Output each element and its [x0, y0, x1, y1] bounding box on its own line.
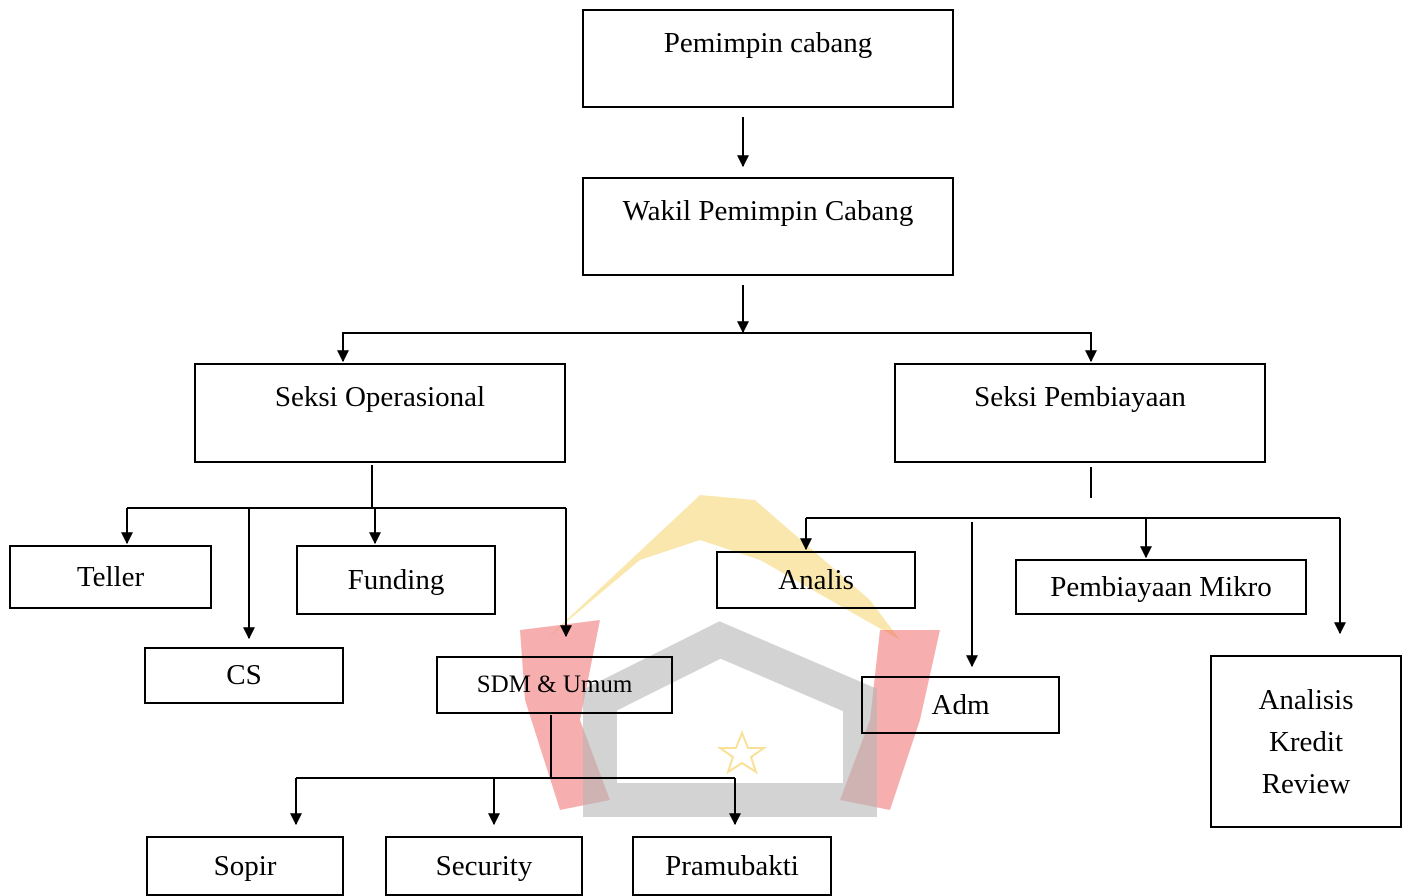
node-adm: Adm [861, 676, 1060, 734]
node-funding-label: Funding [347, 563, 445, 596]
node-pembiayaan-mikro-label: Pembiayaan Mikro [1050, 570, 1272, 603]
edge-bus-pembiayaan [743, 332, 1097, 363]
node-teller: Teller [9, 545, 212, 609]
node-sdm-umum-label: SDM & Umum [476, 671, 633, 698]
node-security-label: Security [435, 849, 533, 882]
watermark-yellow-shape [545, 495, 900, 640]
node-pemimpin-cabang-label: Pemimpin cabang [663, 27, 873, 59]
edge-bus-operasional [337, 332, 743, 363]
node-wakil-pemimpin-cabang: Wakil Pemimpin Cabang [582, 177, 954, 276]
node-wakil-pemimpin-cabang-label: Wakil Pemimpin Cabang [622, 195, 914, 227]
node-sopir-label: Sopir [213, 849, 277, 882]
node-cs-label: CS [226, 659, 262, 691]
node-analisis-kredit-review: Analisis Kredit Review [1210, 655, 1402, 828]
node-adm-label: Adm [931, 688, 990, 721]
node-funding: Funding [296, 545, 496, 615]
node-seksi-pembiayaan: Seksi Pembiayaan [894, 363, 1266, 463]
node-pramubakti-label: Pramubakti [665, 849, 799, 882]
node-analis: Analis [716, 551, 916, 609]
node-pembiayaan-mikro: Pembiayaan Mikro [1015, 559, 1307, 615]
node-sdm-umum: SDM & Umum [436, 656, 673, 714]
node-pramubakti: Pramubakti [632, 836, 832, 896]
node-analisis-kredit-review-label: Analisis Kredit Review [1258, 683, 1354, 800]
watermark-gray-shape [583, 621, 877, 817]
node-seksi-pembiayaan-label: Seksi Pembiayaan [974, 381, 1186, 413]
node-sopir: Sopir [146, 836, 344, 896]
node-analis-label: Analis [778, 563, 854, 596]
node-teller-label: Teller [76, 560, 145, 593]
node-security: Security [385, 836, 583, 896]
node-pemimpin-cabang: Pemimpin cabang [582, 9, 954, 108]
node-seksi-operasional: Seksi Operasional [194, 363, 566, 463]
watermark-star [716, 730, 768, 775]
node-cs: CS [144, 647, 344, 704]
node-seksi-operasional-label: Seksi Operasional [274, 381, 486, 413]
